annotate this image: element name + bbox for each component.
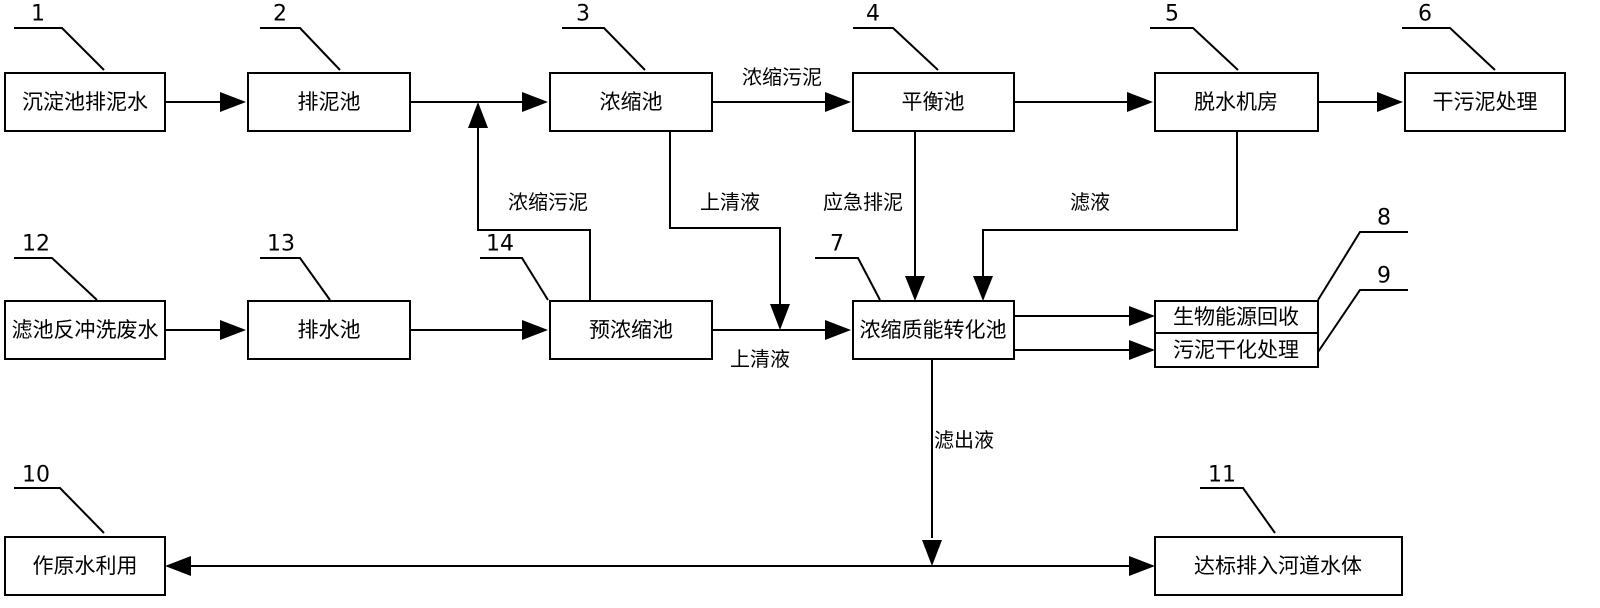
box-4	[852, 72, 1015, 132]
box-1	[4, 72, 166, 132]
number-8: 8	[1377, 206, 1391, 231]
arrow-heads	[165, 92, 1403, 576]
label-12: 滤池反冲洗废水	[12, 318, 159, 342]
flow-label-emergency-discharge: 应急排泥	[823, 190, 903, 214]
arrow-into-10	[165, 556, 191, 576]
arrow-effluent-down	[922, 540, 942, 566]
leader-11	[1200, 487, 1276, 534]
label-13: 排水池	[298, 318, 361, 342]
leader-10	[14, 487, 105, 534]
arrow-into-9	[1129, 340, 1155, 360]
flow-label-thickened-sludge-top: 浓缩污泥	[742, 65, 822, 89]
label-11: 达标排入河道水体	[1194, 554, 1362, 578]
leader-7	[815, 257, 881, 301]
number-14: 14	[486, 232, 514, 257]
label-8: 生物能源回收	[1173, 305, 1299, 329]
flow-label-effluent: 滤出液	[934, 428, 994, 452]
box-10	[4, 536, 166, 596]
flow-labels: 浓缩污泥 浓缩污泥 上清液 上清液 应急排泥 滤液 滤出液	[508, 65, 1110, 452]
number-7: 7	[830, 232, 844, 257]
box-11	[1154, 536, 1403, 596]
flow-label-filtrate: 滤液	[1070, 190, 1110, 214]
leader-13	[260, 257, 331, 301]
reference-numbers: 1 2 3 4 5 6 12 13 14 7 8 9 10 11	[22, 2, 1432, 488]
number-3: 3	[576, 2, 590, 27]
box-9	[1154, 332, 1319, 368]
arrow-into-5	[1127, 92, 1153, 112]
node-labels: 沉淀池排泥水 排泥池 浓缩池 平衡池 脱水机房 干污泥处理 滤池反冲洗废水 排水…	[12, 90, 1538, 578]
number-11: 11	[1208, 463, 1236, 488]
number-4: 4	[866, 2, 880, 27]
arrow-into-13	[220, 320, 246, 340]
leader-14	[480, 257, 549, 301]
number-6: 6	[1418, 2, 1432, 27]
box-6	[1404, 72, 1566, 132]
arrow-up-to-row1	[468, 102, 488, 128]
box-8	[1154, 300, 1319, 334]
arrow-into-2	[220, 92, 246, 112]
flow-label-supernatant-thickener: 上清液	[700, 190, 760, 214]
line-5-7	[982, 128, 1238, 278]
flow-label-supernatant-pre: 上清液	[730, 347, 790, 371]
leader-12	[14, 257, 98, 301]
arrow-into-3	[522, 92, 548, 112]
box-12	[4, 300, 166, 360]
label-7: 浓缩质能转化池	[860, 318, 1007, 342]
arrow-supernatant-down	[770, 304, 790, 330]
number-12: 12	[22, 232, 50, 257]
label-2: 排泥池	[298, 90, 361, 114]
leader-8	[1317, 231, 1408, 301]
label-10: 作原水利用	[33, 554, 138, 578]
arrow-into-7	[825, 320, 851, 340]
number-2: 2	[273, 2, 287, 27]
leader-3	[562, 27, 646, 71]
flow-label-thickened-sludge-pre: 浓缩污泥	[508, 190, 588, 214]
box-5	[1154, 72, 1319, 132]
label-6: 干污泥处理	[1433, 90, 1538, 114]
flow-lines	[14, 27, 1496, 567]
number-9: 9	[1377, 264, 1391, 289]
leader-4	[853, 27, 939, 71]
label-4: 平衡池	[902, 90, 965, 114]
leader-2	[260, 27, 341, 71]
box-3	[549, 72, 713, 132]
box-13	[247, 300, 411, 360]
number-10: 10	[22, 463, 50, 488]
leader-9	[1317, 289, 1408, 353]
box-14	[549, 300, 713, 360]
box-2	[247, 72, 411, 132]
leader-5	[1150, 27, 1239, 71]
box-7	[852, 300, 1015, 360]
number-1: 1	[31, 2, 45, 27]
label-5: 脱水机房	[1194, 90, 1278, 114]
number-5: 5	[1165, 2, 1179, 27]
leader-6	[1402, 27, 1496, 71]
node-boxes	[4, 72, 1566, 596]
arrow-into-8	[1129, 306, 1155, 326]
arrow-into-11	[1129, 556, 1155, 576]
number-13: 13	[267, 232, 295, 257]
label-14: 预浓缩池	[589, 318, 673, 342]
arrow-emergency-down	[905, 276, 925, 301]
arrow-into-6	[1377, 92, 1403, 112]
label-9: 污泥干化处理	[1173, 338, 1299, 362]
line-14-to-3	[477, 125, 591, 300]
label-3: 浓缩池	[600, 90, 663, 114]
line-3-supernatant	[669, 128, 781, 305]
arrow-into-4	[825, 92, 851, 112]
arrow-filtrate-down	[973, 276, 993, 301]
leader-1	[14, 27, 105, 71]
label-1: 沉淀池排泥水	[22, 90, 148, 114]
arrow-into-14	[522, 320, 548, 340]
